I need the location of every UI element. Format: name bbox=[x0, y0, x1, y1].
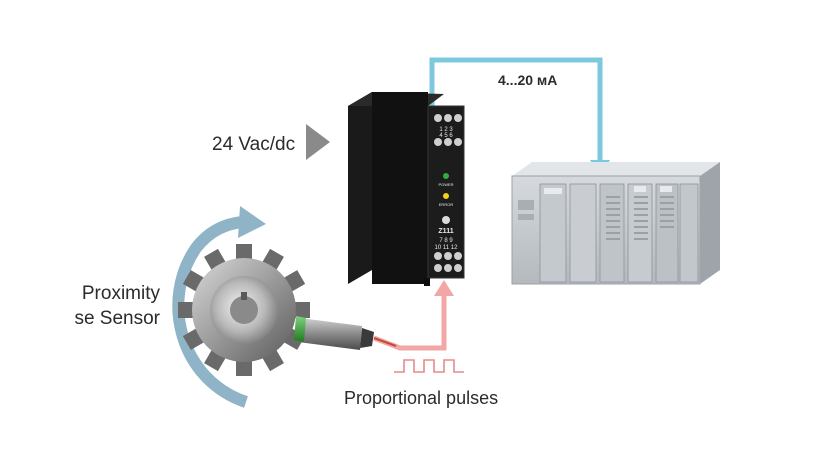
current-signal-label: 4...20 мA bbox=[498, 72, 558, 88]
pulses-label: Proportional pulses bbox=[344, 388, 499, 408]
supply-voltage-label: 24 Vac/dc bbox=[212, 134, 296, 155]
device-model: Z111 bbox=[438, 228, 453, 235]
pulse-train-icon bbox=[394, 359, 464, 373]
brand-logo-icon bbox=[442, 216, 450, 224]
status-led-icon bbox=[443, 193, 449, 199]
status-led-label: ERROR bbox=[439, 202, 454, 207]
pulse-arrowhead bbox=[434, 280, 454, 296]
power-led-icon bbox=[443, 173, 449, 179]
terminal-labels-top-1: 1 2 3 bbox=[439, 127, 453, 133]
sensor-label-line1: Proximity bbox=[81, 283, 160, 304]
top-terminals: 1 2 3 4 5 6 bbox=[434, 114, 462, 146]
terminal-labels-bottom-2: 10 11 12 bbox=[435, 245, 459, 251]
gear-icon bbox=[178, 244, 310, 376]
plc-rack bbox=[511, 162, 720, 285]
terminal-labels-top-2: 4 5 6 bbox=[439, 133, 453, 139]
sensor-cable bbox=[373, 337, 397, 347]
bottom-terminals: 7 8 9 10 11 12 bbox=[434, 238, 462, 272]
proximity-sensor bbox=[294, 316, 397, 350]
pulse-signal-line bbox=[373, 280, 464, 373]
power-led-label: POWER bbox=[438, 182, 453, 187]
sensor-label-line2: se Sensor bbox=[74, 308, 160, 329]
rotation-arrow-icon bbox=[172, 206, 266, 408]
terminal-labels-bottom-1: 7 8 9 bbox=[439, 238, 453, 244]
sensor-tip-icon bbox=[294, 316, 306, 342]
signal-conditioner-device: 1 2 3 4 5 6 POWER ERROR Z111 7 8 9 10 11… bbox=[348, 92, 465, 286]
supply-arrow-icon bbox=[306, 124, 330, 160]
